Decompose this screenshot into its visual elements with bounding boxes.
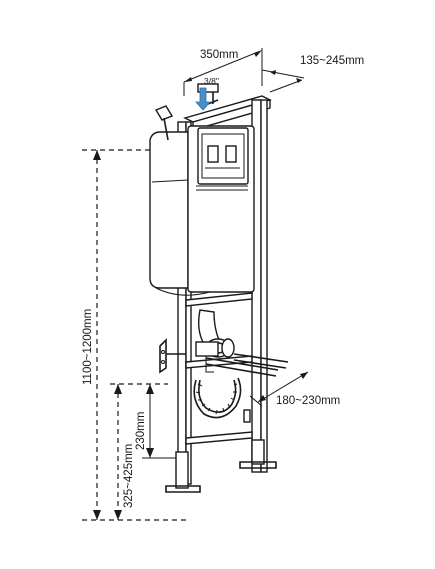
wall-bracket-side [159, 338, 186, 374]
label-support-depth: 230mm [135, 412, 147, 450]
mounting-rods [205, 353, 289, 423]
frame-structure [165, 95, 277, 493]
drain-elbow [195, 309, 235, 373]
dim-frame-width [183, 48, 263, 96]
water-arrow-icon [195, 87, 211, 111]
dim-wall-distance [261, 69, 305, 93]
flush-hose [193, 377, 242, 419]
label-wall-distance: 135~245mm [300, 55, 364, 67]
label-inlet-size: 3/8" [204, 76, 219, 86]
flush-plate-opening [197, 127, 249, 185]
dim-drain-spacing [249, 371, 309, 407]
dim-total-height [82, 149, 190, 521]
wall-bracket-top [154, 105, 174, 141]
label-total-height: 1100~1200mm [82, 309, 94, 385]
label-support-height: 325~425mm [123, 444, 135, 508]
dim-support-depth [142, 384, 176, 459]
label-drain-spacing: 180~230mm [276, 395, 340, 407]
label-frame-width: 350mm [200, 49, 238, 61]
dim-support-height [110, 383, 168, 520]
